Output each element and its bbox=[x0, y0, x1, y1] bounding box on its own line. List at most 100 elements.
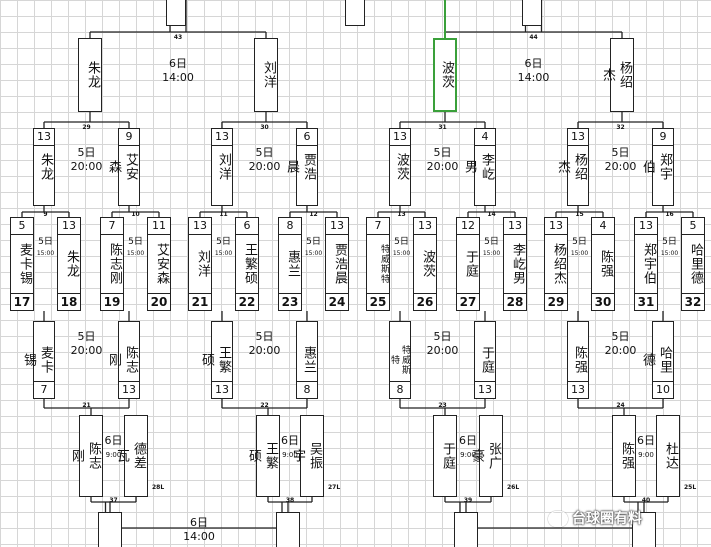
r16-player-7-name: 郑宇伯 bbox=[640, 153, 672, 181]
qf-match-number: 44 bbox=[529, 34, 538, 41]
qf-schedule-0-date: 6日 bbox=[169, 57, 187, 70]
lower-r2-player-1-name: 德差瓦 bbox=[114, 442, 146, 470]
r16-match-number: 31 bbox=[438, 124, 447, 131]
r16-player-1-score: 9 bbox=[119, 129, 139, 146]
lower-final-slot-0 bbox=[98, 512, 122, 547]
r16-match-number: 29 bbox=[82, 124, 91, 131]
r16-match-number: 32 bbox=[616, 124, 625, 131]
lower-r2-tag: 28L bbox=[152, 484, 165, 491]
r16-player-2-score: 13 bbox=[212, 129, 232, 146]
r32-match-number: 16 bbox=[665, 211, 674, 218]
r16-schedule-1-time: 20:00 bbox=[248, 160, 281, 173]
r32-player-22-seed: 22 bbox=[236, 293, 258, 310]
r32-player-20-seed: 20 bbox=[148, 293, 170, 310]
selected-connector bbox=[444, 0, 446, 38]
r32-player-30-seed: 30 bbox=[592, 293, 614, 310]
lower-r2-player-7-name: 杜达 bbox=[663, 442, 678, 470]
r32-player-26-score: 13 bbox=[414, 218, 436, 235]
r32-player-24-score: 13 bbox=[326, 218, 348, 235]
r16-schedule-3-time: 20:00 bbox=[604, 160, 637, 173]
r32-player-26-name: 波茨 bbox=[420, 250, 435, 278]
r16-player-6-score: 13 bbox=[568, 129, 588, 146]
lower-r2-time: 9:00 bbox=[282, 451, 298, 459]
qf-player-0: 朱龙 bbox=[78, 38, 102, 112]
lower-r1-schedule-1-time: 20:00 bbox=[248, 344, 281, 357]
r16-player-6-name: 杨绍杰 bbox=[555, 153, 587, 181]
r32-schedule-time: 15:00 bbox=[214, 250, 233, 257]
r32-player-30-name: 陈强 bbox=[598, 250, 613, 278]
r16-player-4-score: 13 bbox=[390, 129, 410, 146]
lower-r1-player-5-name: 于庭 bbox=[479, 346, 494, 374]
r16-player-3-name: 贾浩晨 bbox=[284, 153, 316, 181]
lower-r2-time: 9:00 bbox=[638, 451, 654, 459]
lower-r2-tag: 25L bbox=[684, 484, 697, 491]
qf-schedule-1-time: 14:00 bbox=[517, 71, 550, 84]
lower-r2-match-number: 38 bbox=[285, 497, 295, 504]
lower-r1-schedule-1-date: 5日 bbox=[255, 330, 274, 343]
r32-schedule-day: 5日 bbox=[306, 237, 321, 247]
r32-player-32-score: 5 bbox=[682, 218, 704, 235]
r32-match-number: 9 bbox=[43, 211, 48, 218]
r32-schedule-time: 15:00 bbox=[36, 250, 55, 257]
qf-player-0-name: 朱龙 bbox=[85, 61, 100, 89]
lower-r2-day: 6日 bbox=[104, 434, 123, 447]
lower-r1-player-5-score: 13 bbox=[475, 381, 495, 398]
r32-player-20-score: 11 bbox=[148, 218, 170, 235]
qf-player-1: 刘洋 bbox=[254, 38, 278, 112]
r32-schedule-day: 5日 bbox=[38, 237, 53, 247]
lower-r2-time: 9:00 bbox=[460, 451, 476, 459]
lower-r1-player-6-score: 13 bbox=[568, 381, 588, 398]
bottom-schedule-time: 14:00 bbox=[183, 530, 215, 543]
r16-player-3: 6 贾浩晨 bbox=[284, 128, 318, 206]
lower-r2-match-number: 40 bbox=[641, 497, 651, 504]
r32-player-29-seed: 29 bbox=[545, 293, 567, 310]
lower-r2-tag: 27L bbox=[328, 484, 341, 491]
r32-match-number: 11 bbox=[219, 211, 228, 218]
lower-r1-player-0-name: 麦卡锡 bbox=[21, 346, 53, 374]
r16-player-5-score: 4 bbox=[475, 129, 495, 146]
lower-r1-match-number: 23 bbox=[438, 402, 447, 409]
r16-player-3-score: 6 bbox=[297, 129, 317, 146]
lower-r2-match-number: 39 bbox=[463, 497, 473, 504]
r16-player-0-name: 朱龙 bbox=[38, 153, 53, 181]
lower-r2-player-3: 吴振宇 bbox=[290, 415, 324, 497]
r32-player-19-score: 7 bbox=[101, 218, 123, 235]
r32-player-22-score: 6 bbox=[236, 218, 258, 235]
r32-schedule-time: 15:00 bbox=[304, 250, 323, 257]
lower-r2-player-3-name: 吴振宇 bbox=[290, 442, 322, 470]
r32-player-28-name: 李屹男 bbox=[510, 243, 525, 285]
lower-r1-match-number: 21 bbox=[82, 402, 91, 409]
lower-r2-tag: 26L bbox=[507, 484, 520, 491]
lower-r1-player-5: 13 于庭 bbox=[474, 321, 496, 399]
r32-player-25-seed: 25 bbox=[367, 293, 389, 310]
r32-schedule-day: 5日 bbox=[484, 237, 499, 247]
qf-player-1-name: 刘洋 bbox=[261, 61, 276, 89]
final-slot-0 bbox=[166, 0, 186, 26]
r16-match-number: 30 bbox=[260, 124, 269, 131]
lower-r1-player-4-score: 8 bbox=[390, 381, 410, 398]
r32-schedule-time: 15:00 bbox=[126, 250, 145, 257]
r32-schedule-day: 5日 bbox=[662, 237, 677, 247]
lower-r1-schedule-3-date: 5日 bbox=[611, 330, 630, 343]
lower-r2-player-5: 张广豪 bbox=[469, 415, 503, 497]
lower-r2-day: 6日 bbox=[637, 434, 655, 447]
